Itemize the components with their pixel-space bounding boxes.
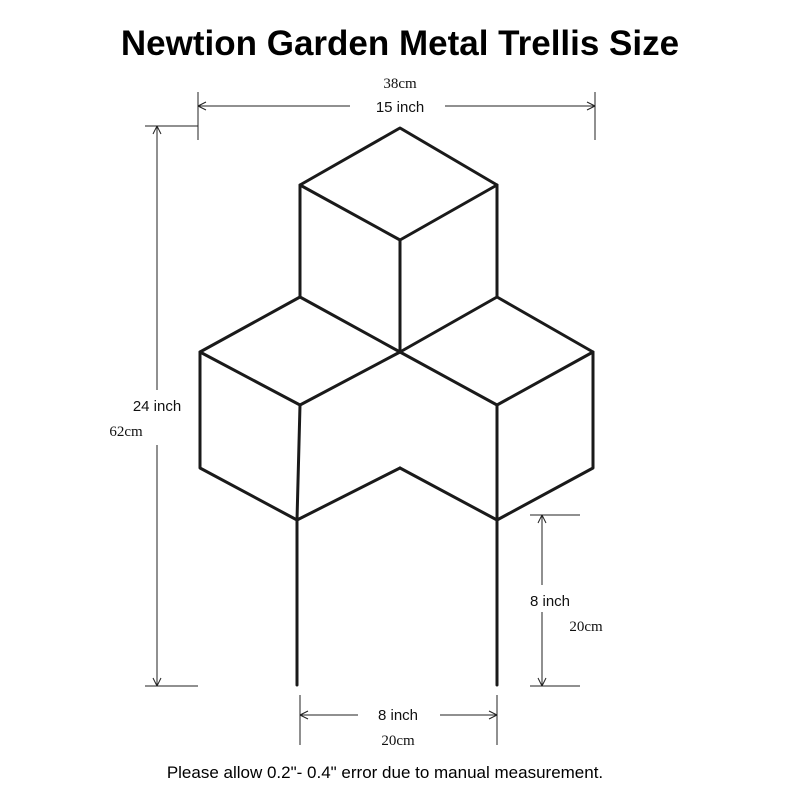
stake-spacing-metric-label: 20cm xyxy=(381,733,415,749)
height-metric-label: 62cm xyxy=(109,424,143,440)
stake-length-dimension: 8 inch 20cm xyxy=(530,514,603,687)
left-cube-sides xyxy=(198,350,402,522)
stake-spacing-imperial-label: 8 inch xyxy=(378,707,418,724)
stake-length-imperial-label: 8 inch xyxy=(530,593,570,610)
stake-spacing-dimension: 8 inch 20cm xyxy=(299,695,498,749)
top-cube-sides xyxy=(298,183,499,354)
height-imperial-label: 24 inch xyxy=(133,398,181,415)
top-cube-top-face xyxy=(298,126,499,242)
page-title: Newtion Garden Metal Trellis Size xyxy=(121,24,679,63)
width-metric-label: 38cm xyxy=(383,76,417,92)
stake-length-metric-label: 20cm xyxy=(569,619,603,635)
width-imperial-label: 15 inch xyxy=(376,99,424,116)
height-dimension: 24 inch 62cm xyxy=(109,125,198,687)
measurement-note: Please allow 0.2"- 0.4" error due to man… xyxy=(167,763,603,782)
left-cube-top-face xyxy=(198,295,402,407)
right-cube-sides xyxy=(398,350,595,522)
width-dimension: 38cm 15 inch xyxy=(197,76,596,140)
trellis-drawing xyxy=(198,126,595,687)
right-cube-top-face xyxy=(398,295,595,407)
